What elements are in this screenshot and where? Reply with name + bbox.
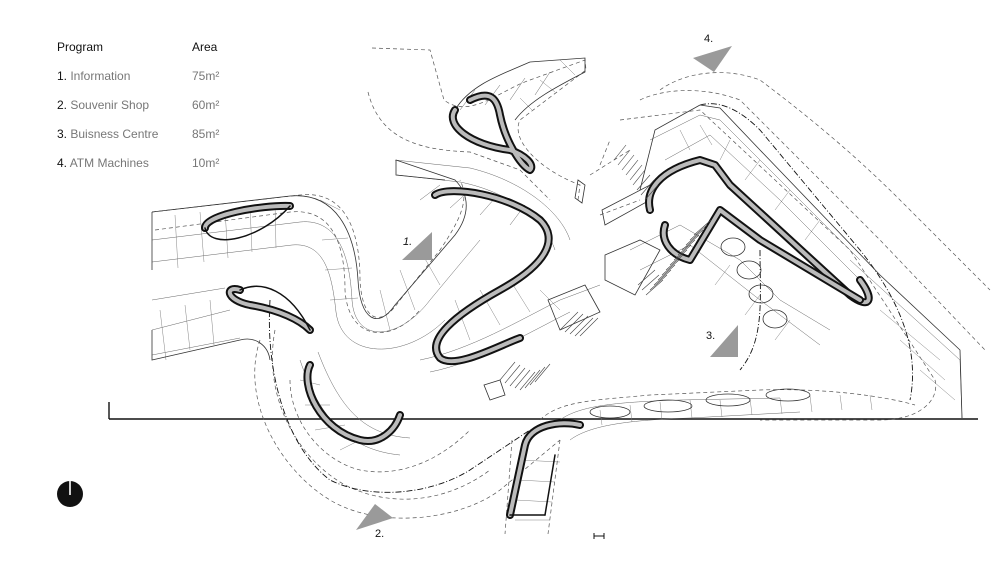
legend-row-name: ATM Machines bbox=[69, 156, 149, 170]
hatched-facade bbox=[499, 144, 712, 391]
grid-crosslines bbox=[159, 59, 956, 521]
oval-pods bbox=[589, 237, 811, 419]
legend-header-area: Area bbox=[192, 40, 218, 54]
walkway-paths bbox=[201, 91, 873, 519]
legend-row-number: 3. bbox=[57, 127, 71, 141]
legend-row-area: 75m² bbox=[192, 69, 220, 83]
dashed-footprint bbox=[151, 47, 991, 535]
legend-row-atm-machines: 4. ATM Machines 10m² bbox=[57, 156, 257, 185]
legend-header-program: Program bbox=[57, 40, 104, 54]
legend-row-information: 1. Information 75m² bbox=[57, 69, 257, 98]
ground-line bbox=[108, 402, 978, 420]
marker-1-label: 1. bbox=[403, 236, 412, 248]
boundary-line bbox=[268, 103, 913, 493]
marker-2-label: 2. bbox=[375, 528, 384, 540]
marker-2-triangle bbox=[356, 504, 393, 530]
marker-3-triangle bbox=[710, 325, 738, 357]
legend-row-area: 60m² bbox=[192, 98, 220, 112]
legend-row-area: 85m² bbox=[192, 127, 220, 141]
legend-row-souvenir-shop: 2. Souvenir Shop 60m² bbox=[57, 98, 257, 127]
legend-row-name: Information bbox=[70, 69, 131, 83]
legend-row-number: 4. bbox=[57, 156, 70, 170]
legend-row-area: 10m² bbox=[192, 156, 220, 170]
legend-row-name: Buisness Centre bbox=[70, 127, 159, 141]
marker-4-label: 4. bbox=[704, 33, 713, 45]
legend-row-number: 2. bbox=[57, 98, 71, 112]
program-legend: Program Area 1. Information 75m² 2. Souv… bbox=[57, 40, 257, 185]
marker-1-triangle bbox=[402, 232, 432, 260]
north-arrow-icon bbox=[57, 481, 83, 507]
legend-row-number: 1. bbox=[57, 69, 71, 83]
scale-bar-icon bbox=[593, 533, 605, 539]
triangle-arrow-icon bbox=[356, 46, 738, 530]
marker-4-triangle bbox=[693, 46, 732, 72]
marker-3-label: 3. bbox=[706, 330, 715, 342]
legend-row-name: Souvenir Shop bbox=[70, 98, 150, 112]
legend-row-business-centre: 3. Buisness Centre 85m² bbox=[57, 127, 257, 156]
building-outlines bbox=[151, 57, 963, 419]
legend-header: Program Area bbox=[57, 40, 257, 69]
